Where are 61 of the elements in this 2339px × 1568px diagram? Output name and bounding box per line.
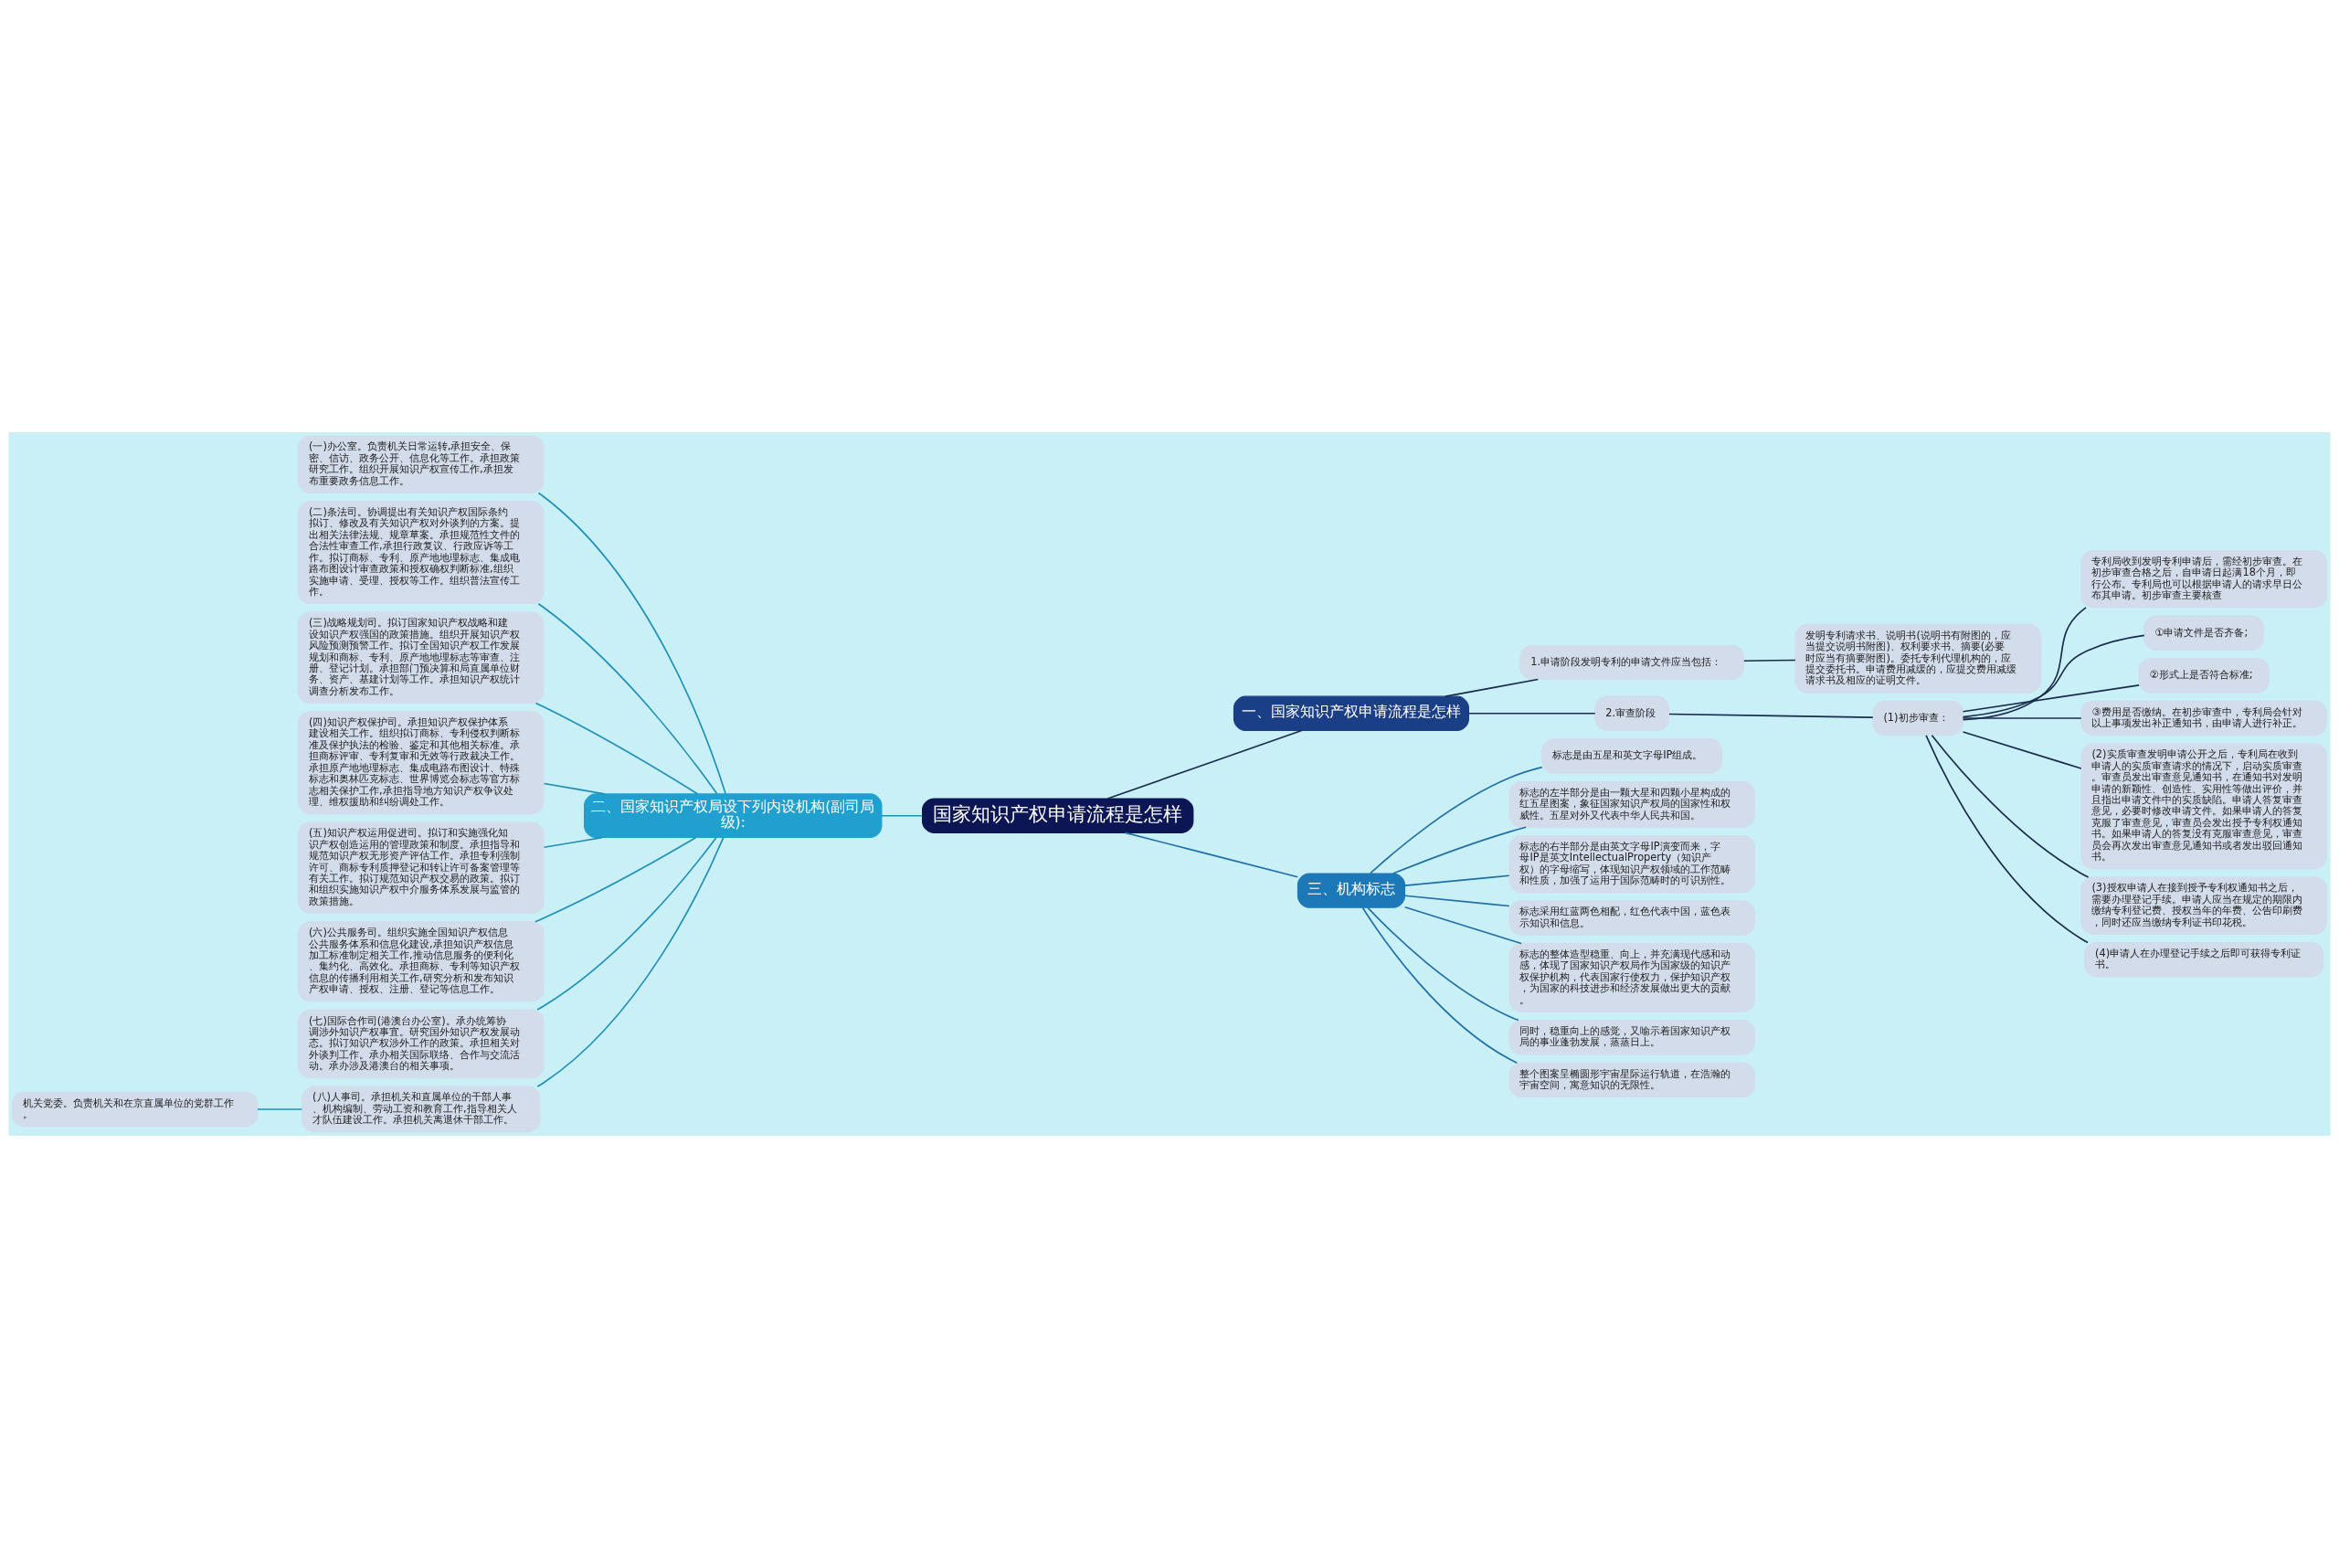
connector — [1392, 826, 1527, 874]
node-box: ③费用是否缴纳。在初步审查中，专利局会针对以上事项发出补正通知书，由申请人进行补正。 — [2080, 700, 2327, 736]
node-box: (一)办公室。负责机关日常运转,承担安全、保密、信访、政务公开、信息化等工作。承担政策研究工作。组织开展知识产权宣传工作,承担发布重要政务信息工作。 — [298, 435, 545, 493]
connector — [1124, 832, 1299, 878]
connector — [1370, 766, 1543, 874]
node-box: 标志采用红蓝两色相配，红色代表中国，蓝色表示知识和信息。 — [1508, 900, 1755, 936]
connector — [1367, 906, 1519, 1022]
node-box: ②形式上是否符合标准; — [2138, 658, 2270, 694]
connector — [1403, 906, 1522, 945]
node-box: ①申请文件是否齐备; — [2143, 615, 2264, 651]
node-box: (1)初步审查： — [1872, 700, 1963, 736]
node-box: 2.审查阶段 — [1594, 695, 1670, 731]
connector — [1403, 895, 1510, 907]
connector — [1962, 717, 2082, 719]
connector — [543, 836, 603, 849]
connector — [1743, 659, 1796, 662]
connector — [1445, 678, 1540, 697]
connector — [1962, 684, 2140, 713]
node-box: 发明专利请求书、说明书(说明书有附图的，应当提交说明书附图)、权利要求书、摘要(必要时应当有摘要附图)。委托专利代理机构的，应提交委托书。申请费用减缓的，应提交费用减缓请求书及相应的证明文件。 — [1794, 623, 2041, 694]
node-box: (五)知识产权运用促进司。拟订和实施强化知识产权创造运用的管理政策和制度。承担指导和规范知识产权无形资产评估工作。承担专利强制许可、商标专利质押登记和转让许可备案管理等有关工作。拟订规范知识产权交易的政策。拟订和组织实施知识产权中介服务体系发展与监管的政策措施。 — [298, 821, 545, 914]
connector — [537, 492, 726, 795]
node-box: 同时，稳重向上的感觉，又喻示着国家知识产权局的事业蓬勃发展，蒸蒸日上。 — [1508, 1020, 1755, 1055]
node-box: 标志是由五星和英文字母IP组成。 — [1541, 738, 1723, 774]
connector — [1361, 906, 1519, 1064]
node-box: (2)实质审查发明申请公开之后，专利局在收到申请人的实质审查请求的情况下，启动实质审查。审查员发出审查意见通知书，在通知书对发明申请的新颖性、创造性、实用性等做出评价，并且指出申请文件中的实质缺陷。申请人答复审查意见，必要时修改申请文件。如果申请人的答复克服了审查意见，审查员会发出授予专利权通知书。如果申请人的答复没有克服审查意见，审查员会再次发出审查意见通知书或者发出驳回通知书。 — [2080, 743, 2327, 870]
node-box: 1.申请阶段发明专利的申请文件应当包括： — [1519, 644, 1745, 680]
connector — [1668, 713, 1874, 718]
connector — [1467, 712, 1596, 715]
connector — [537, 602, 718, 795]
connector — [1925, 735, 2089, 944]
node-box: 整个图案呈椭圆形宇宙星际运行轨道，在浩瀚的宇宙空间，寓意知识的无限性。 — [1508, 1062, 1755, 1098]
node-box: 标志的整体造型稳重、向上，并充满现代感和动感，体现了国家知识产权局作为国家级的知识产权保护机构，代表国家行使权力，保护知识产权，为国家的科技进步和经济发展做出更大的贡献。 — [1508, 943, 1755, 1012]
node-box: (六)公共服务司。组织实施全国知识产权信息公共服务体系和信息化建设,承担知识产权信息加工标准制定相关工作,推动信息服务的便利化、集约化、高效化。承担商标、专利等知识产权信息的传播利用相关工作,研究分析和发布知识产权申请、授权、注册、登记等信息工作。 — [298, 921, 545, 1002]
node-box: (七)国际合作司(港澳台办公室)。承办统筹协调涉外知识产权事宜。研究国外知识产权发展动态。拟订知识产权涉外工作的政策。承担相关对外谈判工作。承办相关国际联络、合作与交流活动。承办涉及港澳台的相关事项。 — [298, 1009, 545, 1079]
node-box: 标志的右半部分是由英文字母IP演变而来，字母IP是英文IntellectualProperty（知识产权）的字母缩写，体现知识产权领域的工作范畴和性质，加强了运用于国际范畴时的可识别性。 — [1508, 834, 1755, 894]
connector — [534, 702, 699, 795]
node-box: 标志的左半部分是由一颗大星和四颗小星构成的红五星图案，象征国家知识产权局的国家性和权威性。五星对外又代表中华人民共和国。 — [1508, 780, 1755, 828]
connector — [1106, 729, 1303, 800]
connector — [536, 836, 717, 1011]
connector — [1962, 607, 2087, 721]
connector — [536, 836, 725, 1087]
node-box: 一、国家知识产权申请流程是怎样 — [1233, 695, 1469, 731]
connector — [534, 836, 697, 923]
node-box: (4)申请人在办理登记手续之后即可获得专利证书。 — [2084, 942, 2324, 978]
node-box: (3)授权申请人在接到授予专利权通知书之后，需要办理登记手续。申请人应当在规定的期限内缴纳专利登记费、授权当年的年费、公告印刷费，同时还应当缴纳专利证书印花税。 — [2080, 876, 2327, 935]
connector — [881, 814, 924, 817]
connector — [543, 782, 606, 795]
node-box: (二)条法司。协调提出有关知识产权国际条约拟订、修改及有关知识产权对外谈判的方案。提出相关法律法规、规章草案。承担规范性文件的合法性审查工作,承担行政复议、行政应诉等工作。拟订商标、专利、原产地地理标志、集成电路布图设计审查政策和授权确权判断标准,组织实施申请、受理、授权等工作。组织普法宣传工作。 — [298, 501, 545, 605]
node-box: 国家知识产权申请流程是怎样 — [922, 798, 1194, 833]
connector — [1962, 731, 2082, 769]
node-box: 三、机构标志 — [1297, 873, 1406, 908]
node-box: 机关党委。负责机关和在京直属单位的党群工作。 — [12, 1091, 259, 1128]
connector — [1403, 874, 1510, 886]
node-box: (四)知识产权保护司。承担知识产权保护体系建设相关工作。组织拟订商标、专利侵权判断标准及保护执法的检验、鉴定和其他相关标准。承担商标评审、专利复审和无效等行政裁决工作。承担原产地地理标志、集成电路布图设计、特殊标志和奥林匹克标志、世界博览会标志等官方标志相关保护工作,承担指导地方知识产权争议处理、维权援助和纠纷调处工作。 — [298, 711, 545, 815]
node-box: (三)战略规划司。拟订国家知识产权战略和建设知识产权强国的政策措施。组织开展知识产权风险预测预警工作。拟订全国知识产权工作发展规划和商标、专利、原产地地理标志等审查、注册、登记计划。承担部门预决算和局直属单位财务、资产、基建计划等工作。承担知识产权统计调查分析发布工作。 — [298, 611, 545, 704]
connector — [257, 1108, 303, 1110]
connector — [1931, 734, 2090, 878]
node-box: 二、国家知识产权局设下列内设机构(副司局级): — [584, 793, 883, 839]
node-box: 专利局收到发明专利申请后，需经初步审查。在初步审查合格之后，自申请日起满18个月，即行公布。专利局也可以根据申请人的请求早日公布其申请。初步审查主要核查 — [2080, 550, 2327, 609]
node-box: (八)人事司。承担机关和直属单位的干部人事、机构编制、劳动工资和教育工作,指导相关人才队伍建设工作。承担机关离退休干部工作。 — [302, 1086, 541, 1133]
connector — [1962, 634, 2145, 718]
